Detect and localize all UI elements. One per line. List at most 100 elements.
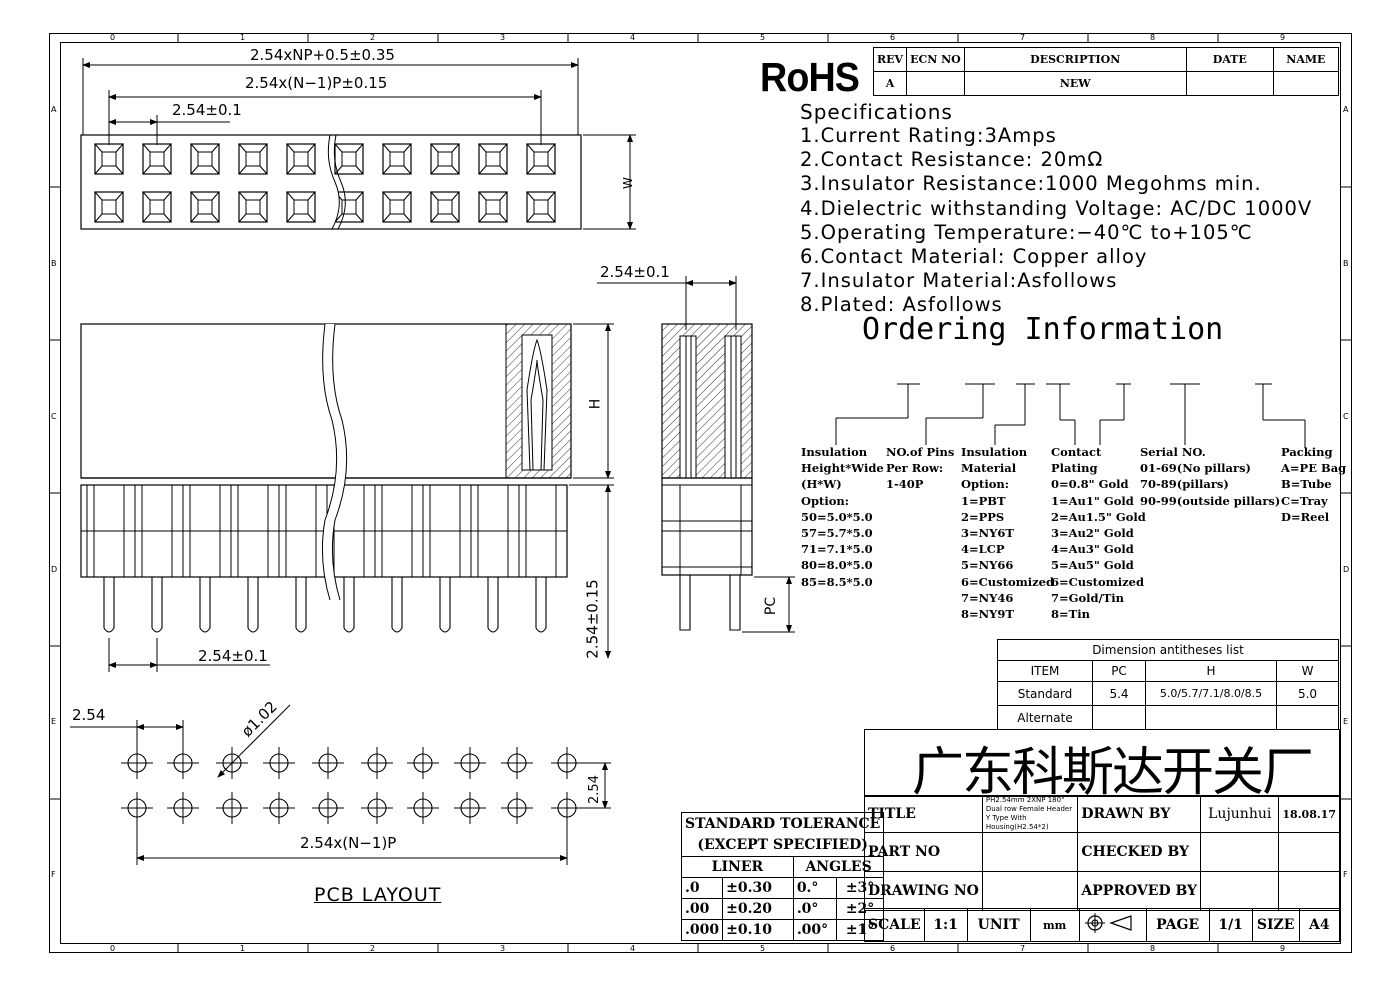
cavity-outer (478, 143, 508, 175)
cavity-edge (211, 213, 220, 223)
side-cavity-left (679, 335, 697, 479)
tol-linear-1: .0 (680, 877, 724, 899)
cavity-edge (163, 191, 172, 201)
zone-col-2-bottom: 2 (370, 944, 376, 953)
zone-col-2-top: 2 (370, 33, 376, 42)
cavity-edge (451, 213, 460, 223)
dimension-lines (49, 33, 1352, 953)
cavity-inner (341, 151, 357, 167)
pcb-pitch-dim: 2.54 (72, 706, 106, 724)
cavity-inner (149, 199, 165, 215)
unit-value: mm (1029, 908, 1080, 942)
ordering-serial-line-0: Serial NO. (1140, 445, 1206, 459)
cavity-outer (430, 191, 460, 223)
checked-date (1278, 832, 1340, 872)
dim-row-alternate-item: Alternate (997, 705, 1093, 730)
cavity-edge (115, 191, 124, 201)
cavity-edge (94, 191, 103, 201)
checked-by-value (1200, 832, 1280, 872)
pc-dim: PC (763, 596, 780, 616)
drawn-by-label: DRAWN BY (1077, 795, 1202, 833)
pcb-hole (121, 792, 153, 824)
cavity-edge (499, 143, 508, 153)
approved-date (1278, 871, 1340, 911)
contact-cavity (190, 143, 220, 175)
side-pitch-dim: 2.54±0.1 (600, 263, 670, 281)
cavity-inner (485, 199, 501, 215)
ordering-material-line-7: 5=NY66 (961, 558, 1014, 573)
cavity-edge (286, 165, 295, 175)
ordering-insulation_height-line-2: (H*W) (801, 477, 842, 492)
cavity-edge (499, 191, 508, 201)
zone-col-3-bottom: 3 (500, 944, 506, 953)
liner-header: LINER (681, 856, 794, 878)
ordering-material-line-0: Insulation (961, 445, 1028, 459)
zone-col-7-top: 7 (1020, 33, 1026, 42)
contact-cavity (526, 191, 556, 223)
contact-cavity (478, 191, 508, 223)
checked-by-label: CHECKED BY (1077, 832, 1202, 872)
cavity-edge (478, 143, 487, 153)
ordering-material-line-6: 4=LCP (961, 542, 1005, 557)
approved-by-label: APPROVED BY (1077, 871, 1202, 911)
bottom-pitch-dim: 2.54±0.1 (198, 647, 268, 665)
tol-linear-3: .000 (680, 919, 724, 941)
cavity-edge (478, 191, 487, 201)
zone-col-5-bottom: 5 (760, 944, 766, 953)
cavity-edge (238, 143, 247, 153)
rev-value: A (872, 71, 908, 96)
ordering-plating-line-5: 3=Au2" Gold (1051, 526, 1134, 540)
pcb-hole (551, 792, 583, 824)
description-value: NEW (963, 71, 1187, 96)
side-pin-tail-left (679, 575, 691, 631)
cavity-outer (382, 191, 412, 223)
spec-item-6: 6.Contact Material: Copper alloy (800, 245, 1148, 268)
ordering-plating-line-2: 0=0.8" Gold (1051, 477, 1129, 492)
dimension-list-title: Dimension antitheses list (997, 639, 1339, 661)
cavity-edge (451, 191, 460, 201)
cavity-edge (382, 143, 391, 153)
part-no-value (981, 832, 1079, 872)
cavity-outer (526, 191, 556, 223)
top-break-line (327, 134, 340, 230)
zone-col-0-top: 0 (110, 33, 116, 42)
pcb-hole (216, 792, 248, 824)
height-dim: H (587, 398, 604, 410)
cavity-edge (355, 191, 364, 201)
pcb-hole (167, 792, 199, 824)
cavity-edge (259, 213, 268, 223)
cavity-inner (389, 199, 405, 215)
contact-cavity (190, 191, 220, 223)
scale-value: 1:1 (923, 908, 968, 942)
cavity-edge (403, 191, 412, 201)
pcb-hole (312, 747, 344, 779)
cavity-edge (355, 165, 364, 175)
zone-col-7-bottom: 7 (1020, 944, 1026, 953)
date-value (1185, 71, 1274, 96)
cavity-edge (163, 143, 172, 153)
pcb-hole (312, 792, 344, 824)
pcb-hole (454, 792, 486, 824)
ordering-leader-lines (835, 383, 1306, 448)
cavity-edge (259, 191, 268, 201)
name-value (1272, 71, 1340, 96)
dim-header-h: H (1145, 660, 1277, 682)
ordering-serial-line-3: 90-99(outside pillars) (1140, 493, 1281, 508)
pcb-hole (551, 747, 583, 779)
overall-length-dim: 2.54xNP+0.5±0.35 (250, 46, 395, 64)
zone-col-6-bottom: 6 (890, 944, 896, 953)
cavity-edge (403, 165, 412, 175)
cavity-edge (499, 213, 508, 223)
cavity-inner (437, 151, 453, 167)
zone-col-4-top: 4 (630, 33, 636, 42)
cavity-edge (142, 191, 151, 201)
angles-header: ANGLES (792, 856, 885, 878)
tol-linear-2: .00 (680, 898, 724, 920)
ordering-serial-line-2: 70-89(pillars) (1140, 477, 1229, 492)
ordering-plating-line-9: 7=Gold/Tin (1051, 590, 1125, 605)
ordering-plating-line-6: 4=Au3" Gold (1051, 542, 1134, 557)
cavity-edge (430, 165, 439, 175)
ordering-material-line-3: 1=PBT (961, 493, 1006, 508)
tolerance-title-1: STANDARD TOLERANCE (680, 812, 885, 835)
contact-cavity (430, 143, 460, 175)
